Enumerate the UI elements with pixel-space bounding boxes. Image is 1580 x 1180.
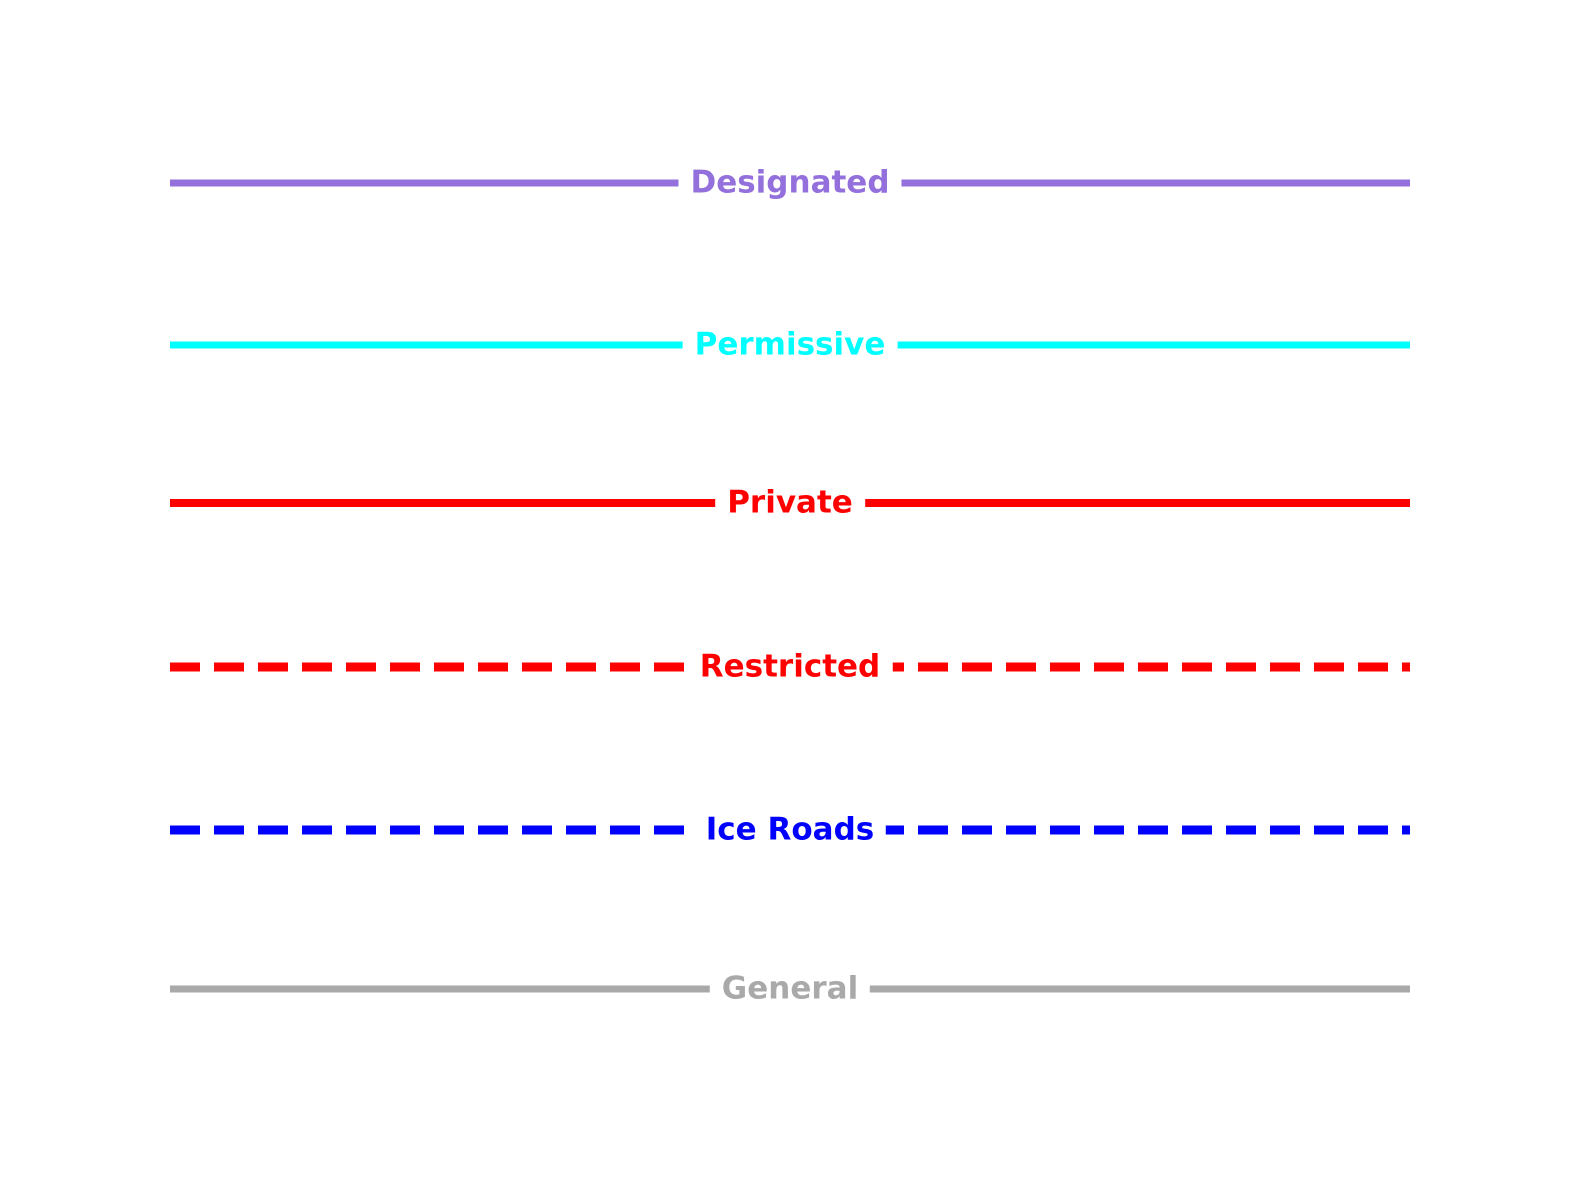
restricted-label: Restricted — [687, 647, 893, 687]
ice-roads-label: Ice Roads — [693, 810, 887, 850]
general-label: General — [709, 969, 871, 1009]
permissive-label: Permissive — [682, 325, 898, 365]
designated-label: Designated — [678, 163, 902, 203]
private-label: Private — [715, 483, 865, 523]
